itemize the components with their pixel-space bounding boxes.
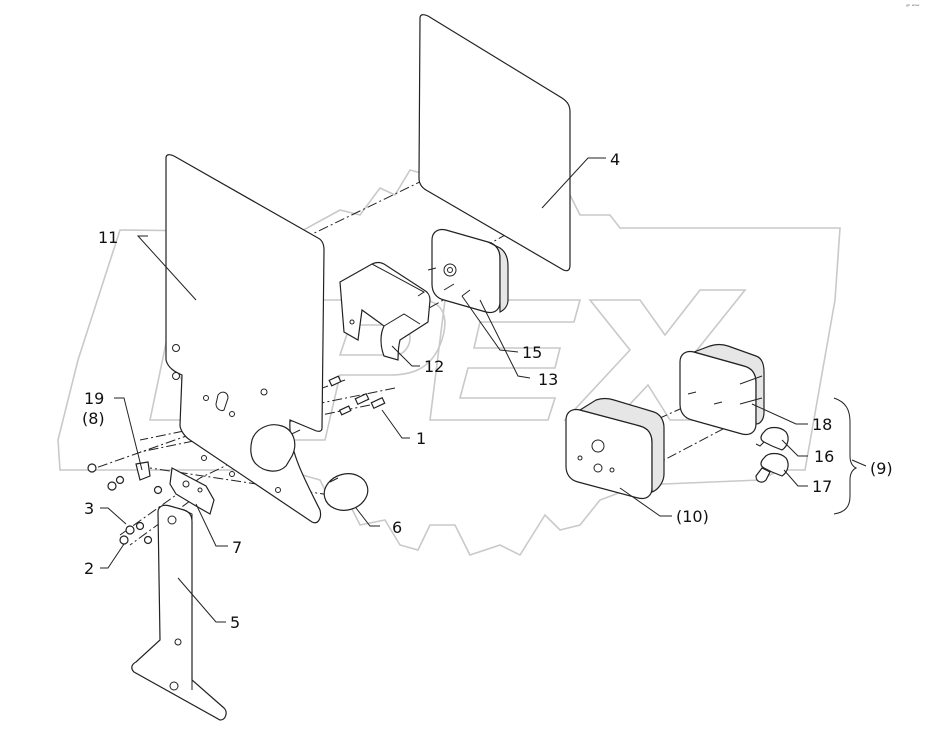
leader-1 [381, 409, 410, 439]
leader-6 [355, 507, 380, 527]
leader-7 [195, 503, 228, 547]
nut-d [125, 525, 135, 535]
part-10-lens-cover [565, 397, 665, 500]
part-4-plate [418, 14, 571, 272]
screw-1c [370, 396, 386, 410]
corner-mark: ᵍᵇ ʷʷʷ [906, 4, 920, 10]
part-7-small-bracket [169, 467, 215, 515]
callout-17: 17 [812, 477, 832, 496]
callout-2: 2 [84, 559, 94, 578]
part-6-reflector [323, 473, 369, 511]
nut-b [107, 481, 117, 491]
callout-12: 12 [424, 357, 444, 376]
part-18-lamp-housing [679, 343, 765, 436]
callout-11: 11 [98, 228, 118, 247]
leader-9 [851, 459, 867, 467]
nut-e [135, 521, 145, 531]
callout-15: 15 [522, 343, 542, 362]
watermark-letter-e [429, 299, 582, 421]
leader-11 [136, 235, 197, 301]
brace-9 [833, 397, 858, 515]
callout-13: 13 [538, 370, 558, 389]
leader-4 [541, 157, 606, 209]
leader-lines [100, 157, 867, 623]
leader-19 [114, 397, 143, 471]
callout-19: 19 [84, 389, 104, 408]
leader-18 [751, 403, 808, 425]
part-11-backing-plate [165, 154, 325, 524]
leader-17 [783, 469, 808, 487]
callout-10: (10) [676, 507, 709, 526]
nut-c [115, 475, 125, 485]
callout-16: 16 [814, 447, 834, 466]
callout-3: 3 [84, 499, 94, 518]
nut-f [119, 535, 129, 545]
screw-1a [328, 375, 342, 387]
part-12-bracket [339, 261, 431, 361]
nut-g [143, 535, 153, 545]
callout-4: 4 [610, 150, 620, 169]
leader-5 [177, 577, 226, 623]
part-19-clip [135, 461, 151, 481]
screw-1b [354, 392, 370, 406]
leader-10 [619, 487, 672, 517]
callout-1: 1 [416, 429, 426, 448]
leader-16 [781, 439, 808, 457]
fasteners [87, 375, 386, 545]
leader-2 [100, 543, 125, 569]
callout-9: (9) [870, 459, 893, 478]
screw-1d [338, 405, 352, 416]
part-16-bulb [755, 426, 789, 451]
part-17-bulb [755, 452, 789, 483]
leader-13 [479, 299, 531, 379]
callout-6: 6 [392, 518, 402, 537]
leader-15 [461, 295, 519, 353]
leader-12 [391, 345, 420, 367]
callout-18: 18 [812, 415, 832, 434]
part-15-lamp-housing [427, 228, 509, 314]
part-5-support-bracket [131, 504, 227, 721]
nut-h [153, 485, 163, 495]
leader-3 [100, 507, 127, 525]
callout-8: (8) [82, 409, 105, 428]
callout-7: 7 [232, 538, 242, 557]
callout-5: 5 [230, 613, 240, 632]
nut-a [87, 463, 97, 473]
part-reflector-small [250, 424, 296, 472]
callout-labels: 4 11 12 15 13 1 6 7 5 19 (8) 3 2 (10) 18… [82, 4, 920, 632]
